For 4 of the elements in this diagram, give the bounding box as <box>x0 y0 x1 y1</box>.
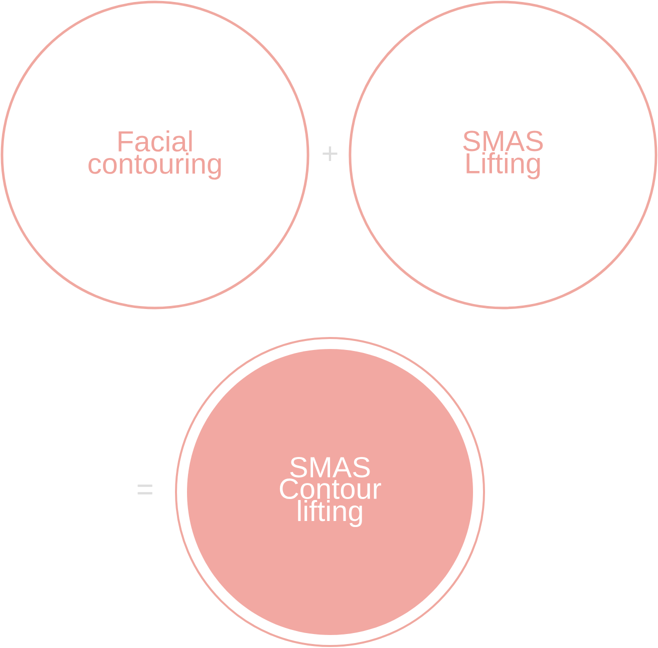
circle-node: Facial contouring <box>0 0 310 310</box>
filled-circle-node: SMAS Contour lifting <box>175 337 485 647</box>
circle-node: SMAS Lifting <box>348 0 658 310</box>
operator-symbol: + <box>322 146 338 162</box>
